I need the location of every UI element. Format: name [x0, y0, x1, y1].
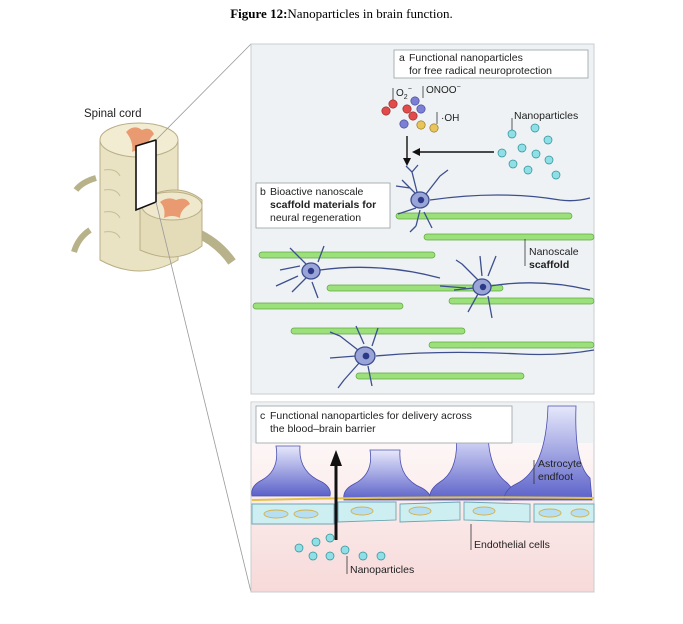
neuron-c-right [439, 255, 591, 319]
endothelial-cells-label: Endothelial cells [474, 539, 550, 551]
panel-a-letter: a [399, 52, 405, 64]
o2-label: O2− [396, 86, 412, 101]
astrocyte-label-line1: Astrocyte [538, 458, 582, 470]
neuron-a [395, 164, 591, 233]
o2-sup: − [408, 86, 412, 93]
onoo-label: ONOO− [426, 84, 461, 96]
panel-a-title-line1: Functional nanoparticles [409, 52, 523, 64]
panel-b: b Bioactive nanoscale scaffold materials… [255, 182, 579, 271]
panel-b-title-line1: Bioactive nanoscale [270, 186, 364, 198]
o2-base: O [396, 88, 404, 99]
panel-a: a Functional nanoparticles for free radi… [381, 49, 589, 180]
panel-a-nanoparticles-label: Nanoparticles [514, 110, 578, 122]
oh-label: ·OH [441, 113, 459, 124]
panel-b-title-line2: scaffold materials for [270, 199, 376, 211]
neuron-b-left [275, 245, 441, 299]
o2-sub: 2 [404, 94, 408, 101]
figure-label: Figure 12: [230, 6, 288, 21]
endothelial-cells [251, 501, 595, 525]
panel-c-title-box [255, 405, 513, 444]
spinal-cord-illustration [71, 122, 236, 272]
panel-c-letter: c [260, 410, 265, 422]
spinal-cord-label: Spinal cord [84, 108, 142, 120]
panel-b-letter: b [260, 186, 266, 198]
onoo-text: ONOO [426, 85, 457, 96]
neuron-d-bottom [329, 325, 595, 389]
nanoscale-scaffold-label-line2: scaffold [529, 259, 569, 271]
basement-membrane [251, 496, 595, 501]
figure-caption-text: Nanoparticles in brain function. [287, 6, 453, 21]
astrocyte-label-line2: endfoot [538, 471, 573, 483]
zoom-lines [155, 43, 252, 593]
nanoscale-scaffold-label-line1: Nanoscale [529, 246, 579, 258]
panel-c-title-line2: the blood–brain barrier [270, 423, 376, 435]
panel-b-title-box [255, 182, 391, 229]
reactive-oxygen-species [381, 96, 439, 133]
panel-a-nanoparticles [497, 123, 561, 180]
panel-c-title-line1: Functional nanoparticles for delivery ac… [270, 410, 472, 422]
panel-c-nanoparticles [294, 533, 386, 561]
panel-c: c Functional nanoparticles for delivery … [250, 401, 595, 593]
scaffold-fibers [252, 212, 595, 380]
panel-c-nanoparticles-label: Nanoparticles [350, 564, 414, 576]
panel-a-title-line2: for free radical neuroprotection [409, 65, 552, 77]
onoo-sup: − [457, 84, 461, 91]
astrocyte-endfeet [251, 405, 593, 501]
panel-b-title-line3: neural regeneration [270, 212, 361, 224]
panel-a-title-box [393, 49, 589, 79]
figure-caption: Figure 12:Nanoparticles in brain functio… [0, 6, 683, 22]
